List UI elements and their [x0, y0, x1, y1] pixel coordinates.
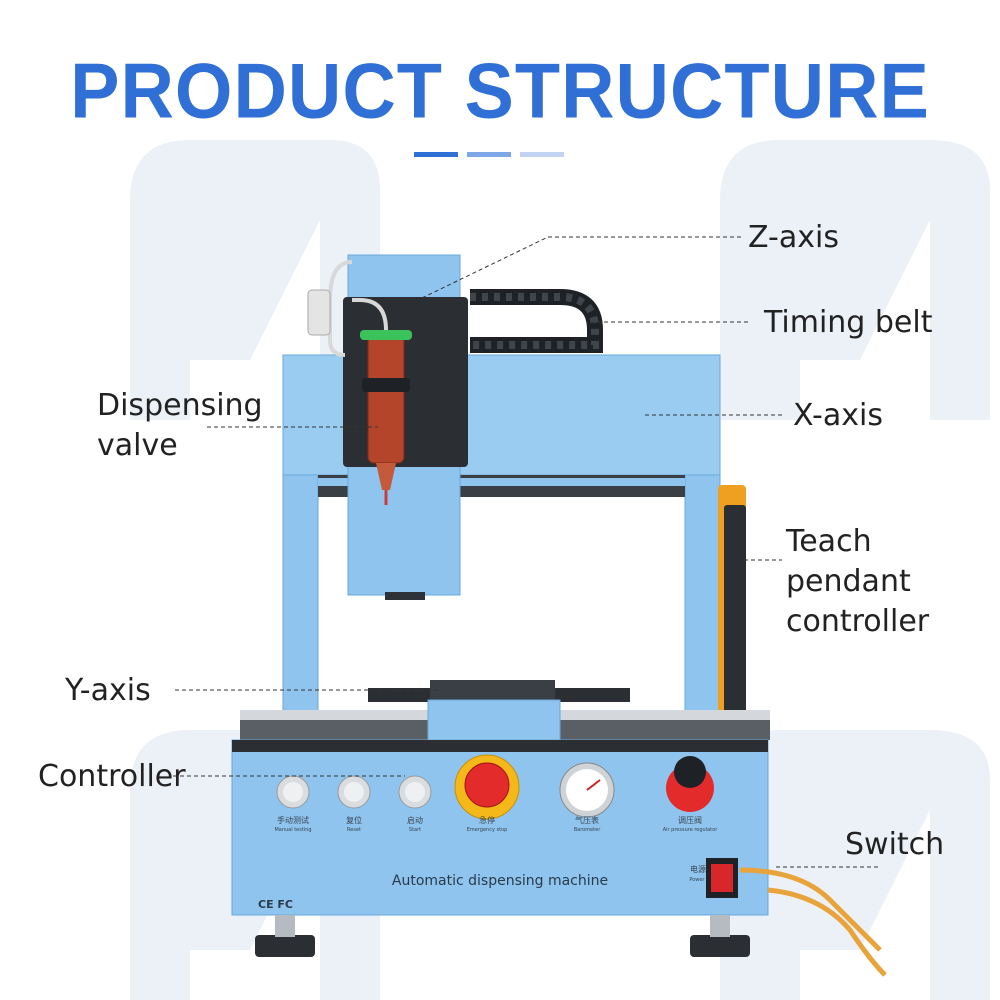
baro-en: Barometer	[574, 827, 601, 833]
reset-cn: 复位	[346, 815, 362, 825]
label-y-axis: Y-axis	[65, 673, 151, 708]
watermark-logo	[130, 140, 990, 1000]
baro-cn: 气压表	[575, 815, 599, 825]
z-axis-leader	[421, 236, 742, 299]
title-accent-1	[414, 152, 458, 157]
air-en: Air pressure regulator	[663, 827, 718, 833]
label-z-axis: Z-axis	[748, 220, 839, 255]
emergency-stop-button	[454, 754, 520, 820]
title-accent-2	[467, 152, 511, 157]
start-cn: 启动	[407, 815, 423, 825]
estop-cn: 急停	[479, 815, 495, 825]
machine-name: Automatic dispensing machine	[392, 873, 608, 889]
reset-en: Reset	[347, 827, 361, 833]
cert-marks: CE FC	[258, 898, 293, 911]
label-switch: Switch	[845, 827, 945, 862]
title-accent-3	[520, 152, 564, 157]
label-controller: Controller	[38, 759, 186, 794]
start-en: Start	[409, 827, 421, 833]
label-dispensing-valve: Dispensing valve	[97, 388, 263, 463]
manual-cn: 手动测试	[277, 815, 309, 825]
manual-en: Manual testing	[274, 827, 311, 833]
label-teach-pendant: Teach pendant controller	[786, 524, 930, 639]
pressure-gauge	[559, 762, 615, 818]
label-timing-belt: Timing belt	[764, 305, 933, 340]
air-cn: 调压阀	[678, 816, 702, 825]
estop-en: Emergency stop	[467, 827, 508, 833]
page-title: PRODUCT STRUCTURE	[70, 46, 930, 135]
label-x-axis: X-axis	[793, 398, 883, 433]
power-switch	[706, 858, 738, 898]
